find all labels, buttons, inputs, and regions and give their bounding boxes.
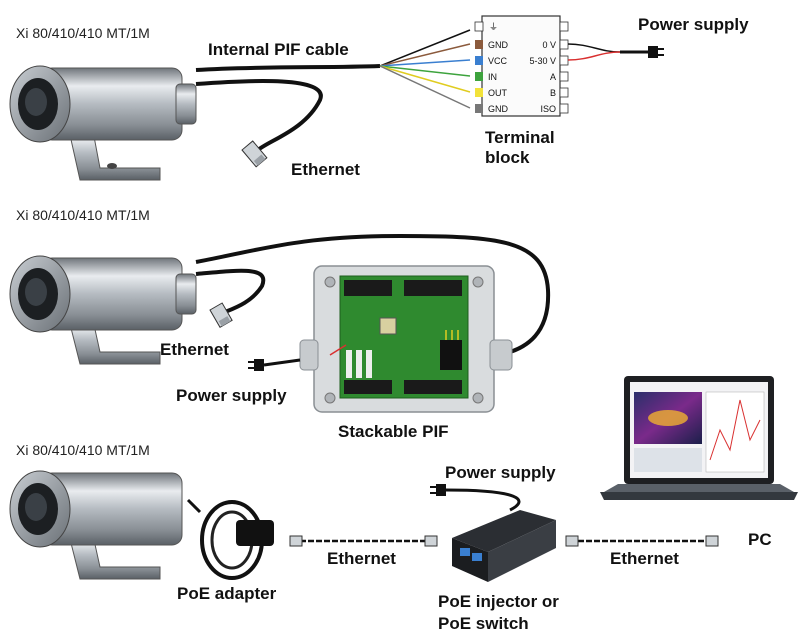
pin-label: 0 V [542, 40, 556, 50]
section-1: ⏚ GND VCC IN OUT GND 0 V 5-30 V A B ISO [9, 15, 664, 181]
ethernet-cable-1-line [195, 78, 323, 152]
section-3 [9, 376, 798, 582]
power-supply-label-3: Power supply [445, 463, 556, 482]
poe-injector [452, 510, 556, 582]
pin-label: IN [488, 72, 497, 82]
power-plug-2-icon [248, 359, 264, 371]
pin-label: 5-30 V [529, 56, 556, 66]
pin-label: OUT [488, 88, 508, 98]
poe-injector-label-line2: PoE switch [438, 614, 529, 633]
terminal-block-title-line1: Terminal [485, 128, 555, 147]
ethernet-cable-2-line [195, 268, 266, 314]
pin-label: GND [488, 40, 509, 50]
camera-2 [9, 255, 197, 365]
poe-adapter [186, 498, 274, 580]
pin-label: VCC [488, 56, 508, 66]
internal-pif-cable-label: Internal PIF cable [208, 40, 349, 59]
power-supply-label-1: Power supply [638, 15, 749, 34]
ethernet-label-2: Ethernet [160, 340, 229, 359]
power-plug-1-icon [648, 46, 664, 58]
pif-cable-2-line [195, 233, 551, 358]
power-supply-label-2: Power supply [176, 386, 287, 405]
ground-symbol-icon: ⏚ [489, 22, 498, 32]
pin-label: ISO [540, 104, 556, 114]
laptop-icon [600, 376, 798, 500]
model-label-2: Xi 80/410/410 MT/1M [16, 207, 150, 223]
poe-injector-label-line1: PoE injector or [438, 592, 559, 611]
pin-label: GND [488, 104, 509, 114]
model-label-1: Xi 80/410/410 MT/1M [16, 25, 150, 41]
power-plug-3-icon [430, 484, 446, 496]
camera-1 [9, 65, 197, 181]
pc-label: PC [748, 530, 772, 549]
rj45-plug-1-icon [241, 140, 268, 168]
terminal-block-title-line2: block [485, 148, 530, 167]
stackable-pif-label: Stackable PIF [338, 422, 449, 441]
pin-label: B [550, 88, 556, 98]
model-label-3: Xi 80/410/410 MT/1M [16, 442, 150, 458]
section-2 [9, 233, 551, 413]
terminal-block: ⏚ GND VCC IN OUT GND 0 V 5-30 V A B ISO [474, 15, 569, 117]
rj45-plug-2-icon [209, 302, 233, 329]
ethernet-label-3: Ethernet [327, 549, 396, 568]
internal-pif-cable-line [195, 64, 381, 72]
stackable-pif-enclosure [299, 265, 513, 413]
ethernet-label-4: Ethernet [610, 549, 679, 568]
pin-label: A [550, 72, 556, 82]
camera-3 [9, 470, 183, 580]
ethernet-label-1: Ethernet [291, 160, 360, 179]
poe-adapter-label: PoE adapter [177, 584, 277, 603]
